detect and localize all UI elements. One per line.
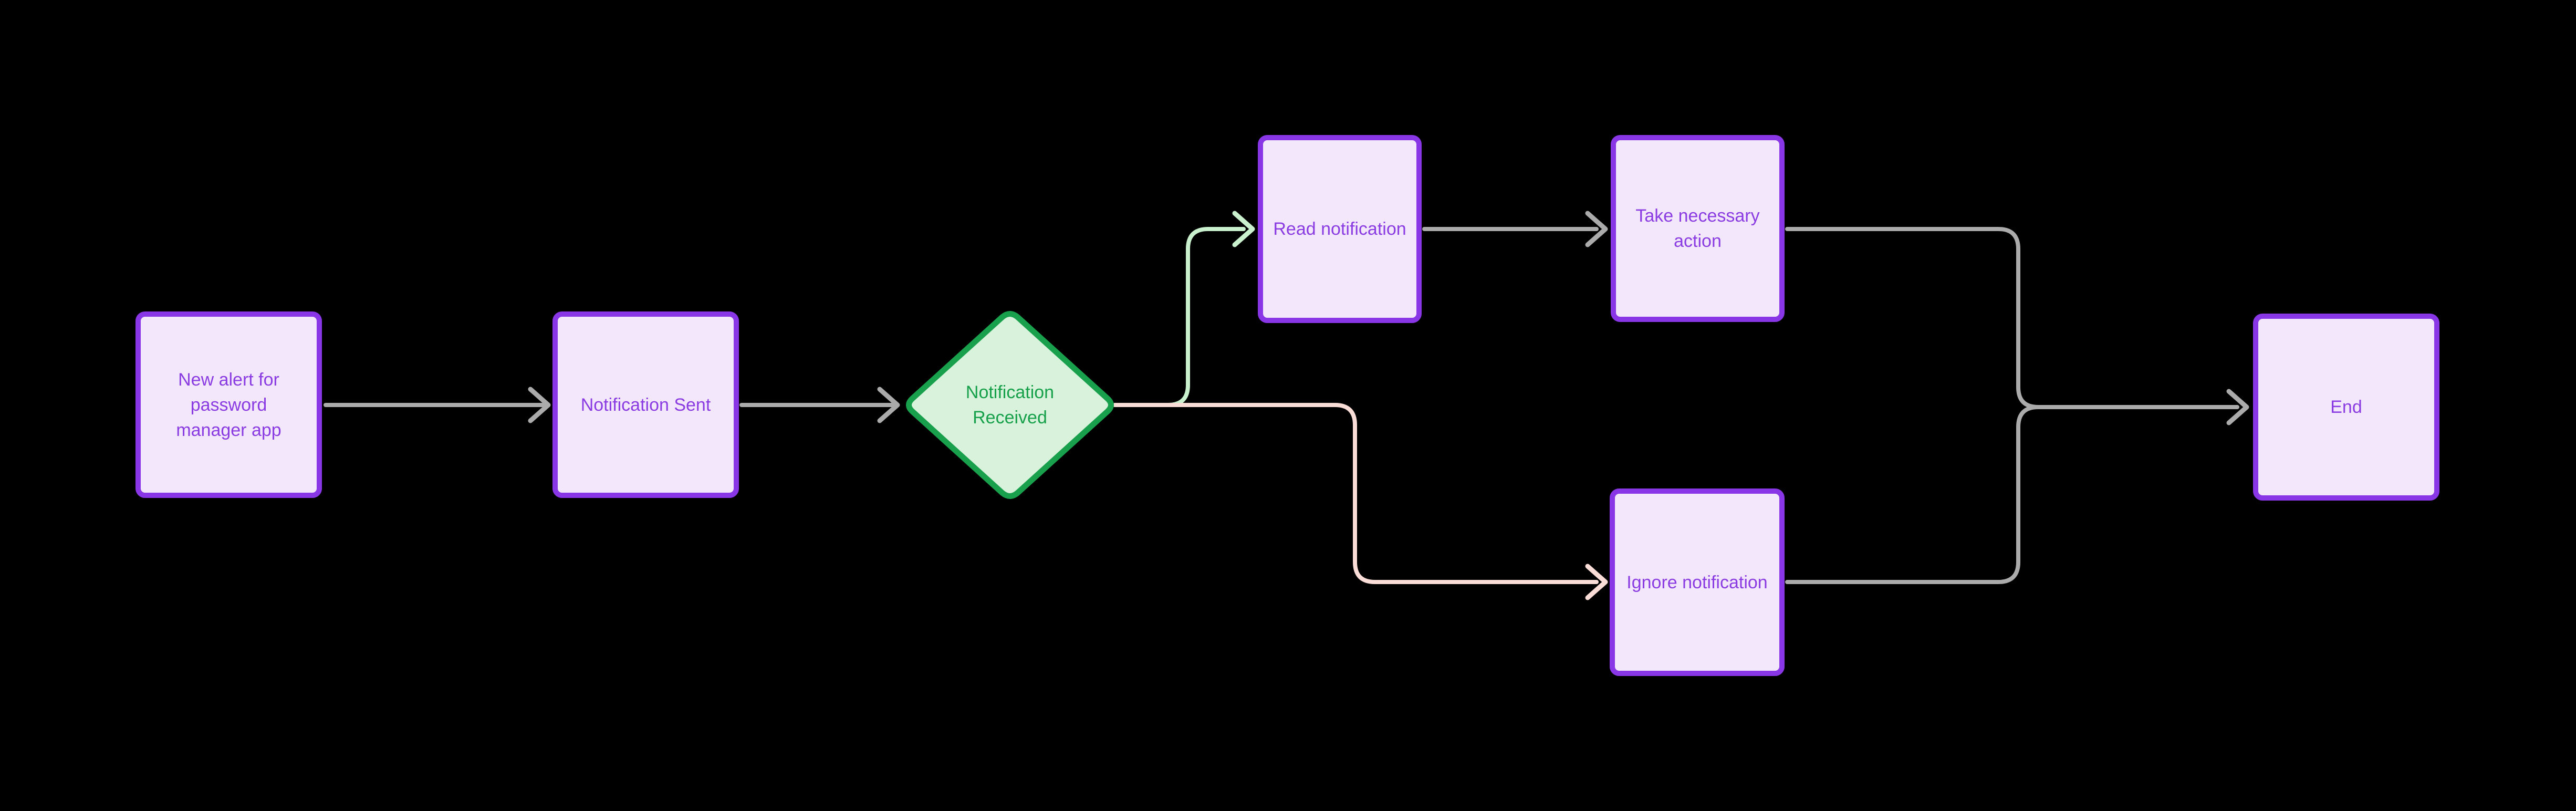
node-notification-received[interactable]: Notification Received <box>923 380 1097 430</box>
node-read-notification-label: Read notification <box>1273 219 1406 239</box>
node-take-action[interactable]: Take necessary action <box>1611 135 1785 322</box>
edge-arrowhead <box>528 387 551 423</box>
node-notification-received-label: Notification Received <box>965 382 1055 428</box>
node-notification-sent-label: Notification Sent <box>580 394 711 415</box>
edge-arrowhead <box>877 387 900 423</box>
edge-arrowhead <box>1585 211 1608 247</box>
node-notification-received-shape[interactable] <box>906 311 1114 499</box>
node-end[interactable]: End <box>2253 314 2439 501</box>
node-notification-sent[interactable]: Notification Sent <box>552 311 739 498</box>
node-new-alert[interactable]: New alert for password manager app <box>135 311 322 498</box>
edge-ignore-to-end <box>1785 405 2040 584</box>
edge-received-to-ignore <box>1113 403 1599 584</box>
node-ignore-notification[interactable]: Ignore notification <box>1610 488 1785 676</box>
node-end-label: End <box>2330 397 2362 417</box>
node-read-notification[interactable]: Read notification <box>1258 135 1422 323</box>
edge-received-to-read <box>1113 227 1246 407</box>
node-take-action-label: Take necessary action <box>1635 206 1760 251</box>
node-ignore-notification-label: Ignore notification <box>1626 572 1768 592</box>
edge-arrowhead <box>1585 564 1608 600</box>
edge-arrowhead <box>2226 389 2249 425</box>
node-new-alert-label: New alert for password manager app <box>176 369 281 440</box>
edge-take-action-to-end <box>1785 227 2239 409</box>
edge-arrowhead <box>1232 211 1255 247</box>
